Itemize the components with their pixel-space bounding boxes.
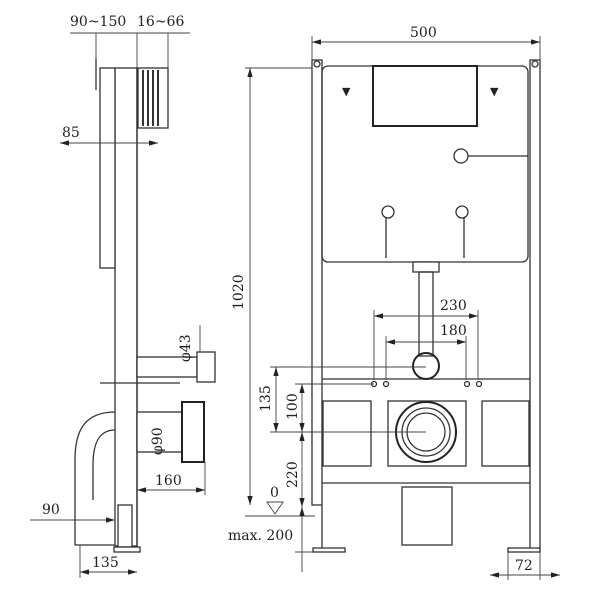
dim-160: 160 bbox=[155, 473, 182, 489]
dim-135-side: 135 bbox=[92, 555, 119, 571]
floor-level-icon bbox=[266, 501, 284, 515]
flush-bend bbox=[401, 486, 453, 546]
left-post bbox=[311, 59, 323, 506]
dim-phi90: φ90 bbox=[150, 427, 166, 455]
dim-height: 1020 bbox=[231, 274, 247, 310]
flush-pipe bbox=[418, 271, 434, 357]
service-opening bbox=[372, 65, 478, 127]
bend-pipe bbox=[74, 411, 116, 546]
front-view: 500 1020 ▼ ▼ 230 bbox=[228, 25, 560, 580]
outlet-pipe bbox=[136, 411, 183, 453]
dim-220: 220 bbox=[285, 461, 301, 488]
dim-230: 230 bbox=[440, 298, 467, 314]
side-view: 90~150 16~66 85 φ43 φ90 160 90 bbox=[30, 14, 216, 578]
dim-depth-range: 90~150 bbox=[70, 14, 126, 30]
dim-100: 100 bbox=[285, 393, 301, 420]
dim-180: 180 bbox=[440, 323, 467, 339]
svg-text:▼: ▼ bbox=[342, 85, 351, 98]
dim-90: 90 bbox=[42, 502, 60, 518]
dim-72: 72 bbox=[515, 558, 533, 574]
dim-135-front: 135 bbox=[258, 385, 274, 412]
dim-85: 85 bbox=[62, 125, 80, 141]
water-inlet-connector bbox=[412, 352, 440, 380]
dim-max-200: max. 200 bbox=[228, 528, 293, 544]
floor-level-label: 0 bbox=[270, 485, 279, 501]
svg-text:▼: ▼ bbox=[490, 85, 499, 98]
frame-column bbox=[114, 67, 138, 547]
dim-button-range: 16~66 bbox=[137, 14, 184, 30]
right-post bbox=[529, 59, 541, 551]
front-plate bbox=[99, 67, 116, 269]
dim-width: 500 bbox=[410, 25, 437, 41]
dim-phi43: φ43 bbox=[178, 334, 194, 362]
